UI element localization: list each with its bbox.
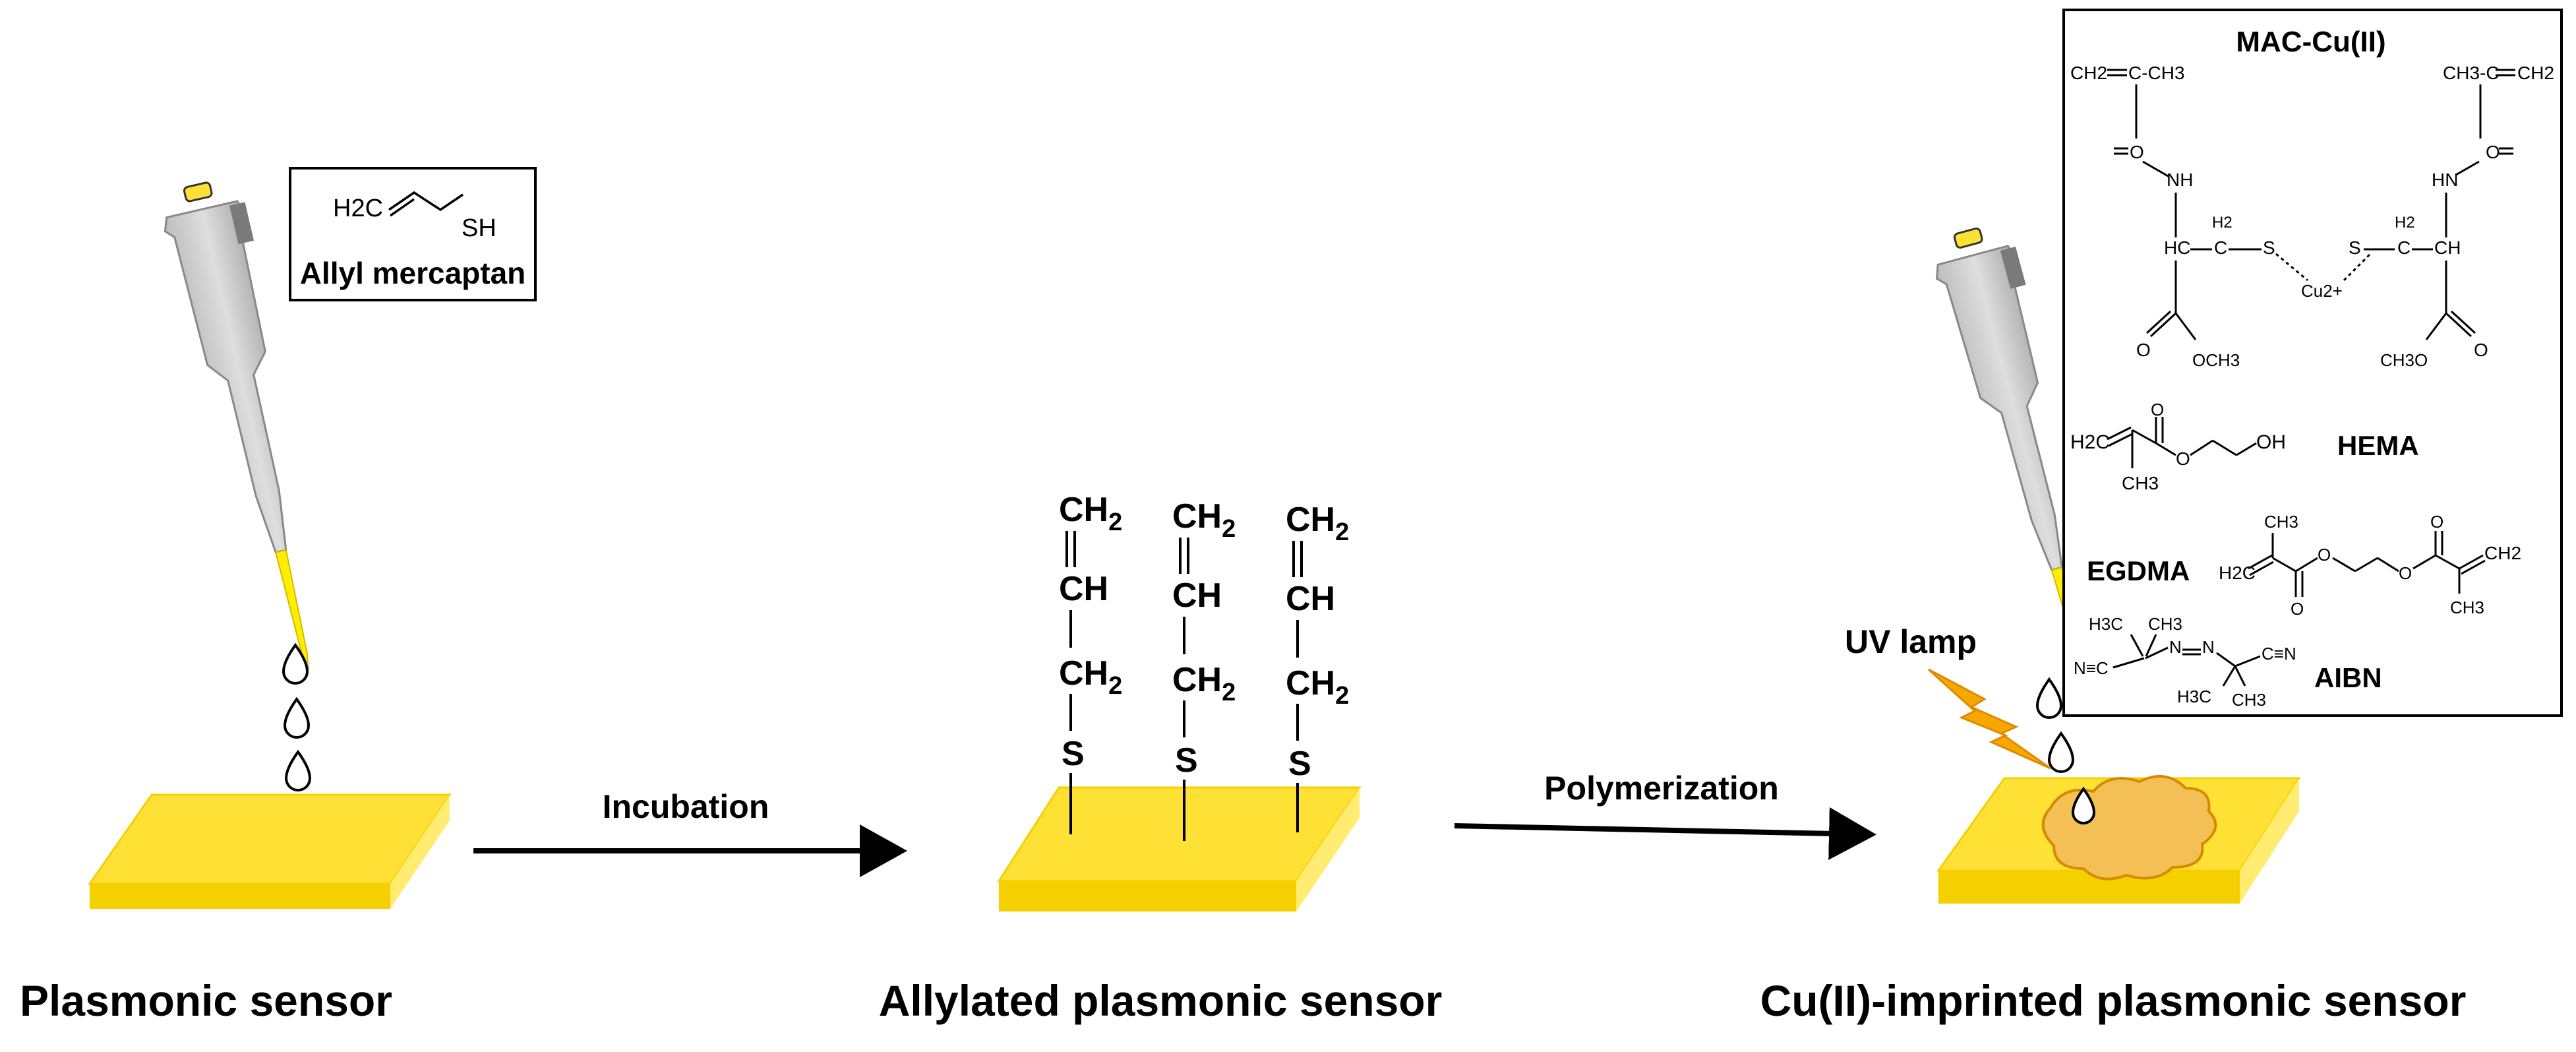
svg-text:CH2: CH2 bbox=[1172, 497, 1236, 543]
svg-text:CH: CH bbox=[1059, 570, 1108, 608]
drop-icon bbox=[283, 696, 311, 739]
svg-text:OH: OH bbox=[2256, 431, 2286, 453]
caption-allylated-sensor: Allylated plasmonic sensor bbox=[879, 976, 1443, 1025]
svg-text:CH3: CH3 bbox=[2148, 614, 2182, 634]
label-egdma: EGDMA bbox=[2087, 555, 2190, 586]
drop-icon bbox=[284, 749, 312, 791]
svg-text:HN: HN bbox=[2432, 170, 2458, 190]
svg-text:H2: H2 bbox=[2395, 214, 2415, 232]
svg-text:CH3O: CH3O bbox=[2380, 350, 2428, 370]
svg-text:S: S bbox=[1288, 745, 1311, 783]
allyl-mercaptan-box: H2C SH Allyl mercaptan bbox=[289, 167, 537, 301]
allyl-chain-3: CH2 CH CH2 S bbox=[1286, 501, 1349, 832]
pipette-tip bbox=[274, 549, 309, 671]
aibn-structure: H3C CH3 N≡C N N C≡N H3C CH3 AIBN bbox=[2074, 614, 2382, 710]
svg-text:N≡C: N≡C bbox=[2074, 658, 2109, 678]
svg-text:NH: NH bbox=[2167, 170, 2193, 190]
svg-text:CH3-C: CH3-C bbox=[2443, 63, 2500, 83]
polymer-film bbox=[2041, 775, 2217, 881]
caption-plasmonic-sensor: Plasmonic sensor bbox=[20, 976, 392, 1025]
svg-text:OCH3: OCH3 bbox=[2192, 350, 2240, 370]
svg-text:N: N bbox=[2169, 637, 2182, 657]
svg-text:O: O bbox=[2430, 512, 2443, 532]
svg-text:N: N bbox=[2202, 637, 2215, 657]
egdma-structure: EGDMA H2C CH3 O O O O CH2 CH3 bbox=[2087, 512, 2521, 619]
caption-imprinted-sensor: Cu(II)-imprinted plasmonic sensor bbox=[1760, 976, 2467, 1025]
svg-text:C: C bbox=[2214, 237, 2227, 258]
svg-text:O: O bbox=[2399, 563, 2412, 583]
label-polymerization: Polymerization bbox=[1544, 770, 1779, 807]
drop-icon bbox=[282, 642, 309, 685]
svg-text:Cu2+: Cu2+ bbox=[2301, 281, 2343, 301]
pipette-left bbox=[164, 181, 309, 671]
label-mac-cu: MAC-Cu(II) bbox=[2236, 26, 2385, 58]
svg-text:S: S bbox=[1062, 735, 1085, 773]
label-uv-lamp: UV lamp bbox=[1845, 623, 1977, 660]
svg-text:C-CH3: C-CH3 bbox=[2128, 63, 2185, 83]
hema-structure: H2C CH3 O O OH HEMA bbox=[2070, 400, 2419, 493]
svg-text:CH: CH bbox=[2434, 237, 2461, 258]
drop-icon bbox=[2035, 677, 2063, 719]
label-hema: HEMA bbox=[2337, 430, 2419, 461]
svg-text:S: S bbox=[1175, 741, 1198, 780]
svg-text:O: O bbox=[2151, 400, 2164, 419]
drop-icon bbox=[2047, 731, 2075, 773]
svg-text:H2: H2 bbox=[2212, 214, 2232, 232]
reagents-box: MAC-Cu(II) CH2 C-CH3 O NH HC H2 C S Cu2+… bbox=[2062, 9, 2563, 717]
svg-text:H3C: H3C bbox=[2177, 687, 2211, 706]
svg-text:H3C: H3C bbox=[2089, 614, 2123, 634]
svg-text:O: O bbox=[2474, 340, 2488, 360]
svg-text:CH2: CH2 bbox=[2070, 63, 2107, 83]
svg-text:CH: CH bbox=[1172, 576, 1222, 615]
svg-text:CH3: CH3 bbox=[2450, 598, 2484, 617]
svg-text:CH3: CH3 bbox=[2232, 690, 2266, 710]
mac-cu-structure: CH2 C-CH3 O NH HC H2 C S Cu2+ S H2 C bbox=[2070, 63, 2554, 370]
lightning-icon bbox=[1927, 668, 2051, 770]
allyl-chain-2: CH2 CH CH2 S bbox=[1172, 497, 1236, 841]
label-aibn: AIBN bbox=[2314, 662, 2382, 693]
label-incubation: Incubation bbox=[603, 788, 769, 825]
svg-text:S: S bbox=[2263, 237, 2275, 258]
svg-text:CH3: CH3 bbox=[2122, 473, 2159, 493]
svg-text:CH3: CH3 bbox=[2264, 512, 2298, 532]
svg-text:C: C bbox=[2397, 237, 2411, 258]
svg-text:H2C: H2C bbox=[2070, 431, 2110, 453]
allyl-mercaptan-label: Allyl mercaptan bbox=[300, 256, 526, 290]
svg-text:O: O bbox=[2136, 340, 2151, 360]
pipette-plunger bbox=[183, 181, 213, 202]
svg-text:O: O bbox=[2176, 449, 2190, 469]
allyl-chain-1: CH2 CH CH2 S bbox=[1059, 491, 1122, 834]
sensor-chip-allylated bbox=[997, 786, 1362, 912]
svg-text:HC: HC bbox=[2164, 237, 2190, 258]
svg-text:CH2: CH2 bbox=[1172, 661, 1236, 706]
pipette-plunger bbox=[1953, 228, 1983, 249]
sensor-chip-plain bbox=[88, 793, 452, 909]
svg-text:O: O bbox=[2318, 545, 2331, 565]
arrow-polymerization bbox=[1454, 807, 1876, 860]
svg-text:CH2: CH2 bbox=[2517, 63, 2554, 83]
drops-left bbox=[282, 642, 312, 791]
svg-text:O: O bbox=[2130, 142, 2144, 162]
svg-text:O: O bbox=[2486, 142, 2500, 162]
drop-icon bbox=[2071, 786, 2096, 824]
svg-text:CH2: CH2 bbox=[1059, 491, 1122, 536]
allyl-sh: SH bbox=[462, 214, 496, 242]
svg-text:CH2: CH2 bbox=[2484, 543, 2521, 563]
svg-text:H2C: H2C bbox=[2219, 563, 2256, 583]
svg-text:CH: CH bbox=[1286, 580, 1335, 618]
allyl-h2c: H2C bbox=[333, 195, 383, 222]
svg-text:S: S bbox=[2349, 237, 2361, 258]
svg-text:CH2: CH2 bbox=[1286, 501, 1349, 546]
svg-text:O: O bbox=[2291, 599, 2304, 619]
svg-text:CH2: CH2 bbox=[1286, 664, 1349, 710]
svg-text:CH2: CH2 bbox=[1059, 654, 1122, 700]
svg-text:C≡N: C≡N bbox=[2261, 644, 2296, 664]
